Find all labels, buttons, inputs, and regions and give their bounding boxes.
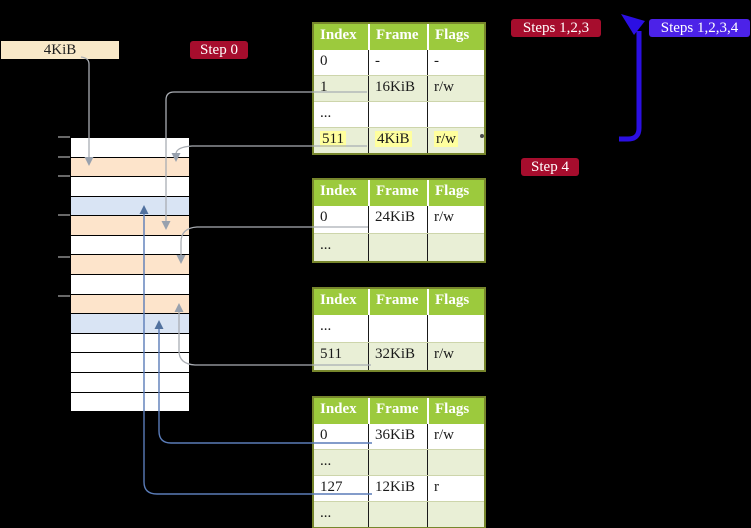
table-row: ... (314, 315, 484, 342)
table-cell: 24KiB (368, 206, 427, 233)
column-header: Flags (427, 398, 484, 424)
table-cell (368, 450, 427, 475)
column-header: Frame (368, 398, 427, 424)
table-cell: 0 (320, 209, 328, 225)
steps-shortcut-arrow-head (621, 14, 645, 35)
memory-frame-row (71, 371, 189, 392)
table-cell: 12KiB (368, 476, 427, 501)
table-cell: 127 (320, 479, 343, 495)
table-cell: r/w (427, 343, 484, 370)
column-header: Flags (427, 180, 484, 206)
memory-frame-row (71, 254, 189, 275)
table-cell: r/w (427, 206, 484, 233)
highlighted-cell-text: 511 (320, 131, 346, 147)
memory-frame-row (71, 332, 189, 353)
step0-badge: Step 0 (190, 41, 248, 59)
table-cell (368, 234, 427, 261)
column-header: Frame (368, 289, 427, 315)
column-header: Index (320, 401, 357, 417)
steps-1-2-3-4-badge: Steps 1,2,3,4 (649, 19, 750, 37)
table-cell: ... (320, 237, 332, 253)
memory-frame-row (71, 156, 189, 177)
table-cell: 36KiB (368, 424, 427, 449)
steps-1-2-3-badge: Steps 1,2,3 (511, 19, 601, 37)
table-cell: 16KiB (368, 76, 427, 101)
table-cell: - (368, 50, 427, 75)
table-cell: r/w (427, 76, 484, 101)
table-cell: 0 (320, 53, 328, 69)
table-row: ... (314, 449, 484, 475)
memory-frame-row (71, 138, 189, 157)
column-header: Flags (427, 289, 484, 315)
highlighted-cell-text: r/w (434, 131, 458, 147)
table-cell: ... (320, 453, 332, 469)
memory-frame-row (71, 391, 189, 412)
table-cell: 511 (314, 128, 368, 153)
physical-memory-column (70, 137, 190, 412)
table-cell: - (427, 50, 484, 75)
table-cell (427, 502, 484, 527)
table-row: 511 4KiB r/w (314, 127, 484, 153)
column-header: Index (320, 27, 357, 43)
column-header: Frame (368, 180, 427, 206)
memory-frame-row (71, 293, 189, 314)
table-cell (427, 234, 484, 261)
table-cell: r (427, 476, 484, 501)
table-cell (427, 315, 484, 342)
table-cell (368, 502, 427, 527)
table-cell: ... (320, 505, 332, 521)
memory-frame-row (71, 352, 189, 372)
page-size-label: 4KiB (43, 41, 77, 58)
address-tick-marks (58, 136, 70, 297)
table-cell: 32KiB (368, 343, 427, 370)
memory-frame-row (71, 215, 189, 235)
table-cell: 511 (320, 346, 342, 362)
table-cell (427, 102, 484, 127)
page-size-box: 4KiB (1, 41, 119, 59)
memory-frame-row (71, 274, 189, 294)
table-row: 0 -- (314, 50, 484, 75)
column-header: Frame (368, 24, 427, 50)
table-row: ... (314, 501, 484, 527)
table-cell: r/w (427, 424, 484, 449)
memory-frame-row (71, 313, 189, 333)
table-row: ... (314, 233, 484, 261)
table-cell (368, 102, 427, 127)
highlighted-cell-text: 4KiB (375, 131, 412, 147)
step4-badge: Step 4 (521, 158, 579, 176)
table-cell (368, 315, 427, 342)
table-cell: ... (320, 318, 332, 334)
column-header: Index (320, 292, 357, 308)
table-cell: 1 (320, 79, 328, 95)
table-cell: 0 (320, 427, 328, 443)
table-row: ... (314, 101, 484, 127)
table-cell (427, 450, 484, 475)
column-header: Index (320, 183, 357, 199)
memory-frame-row (71, 234, 189, 255)
memory-frame-row (71, 176, 189, 196)
table-cell: 4KiB (368, 128, 427, 153)
memory-frame-row (71, 195, 189, 216)
table-cell: ... (320, 105, 332, 121)
column-header: Flags (427, 24, 484, 50)
steps-shortcut-arrow-shaft (619, 31, 642, 142)
table-cell: r/w (427, 128, 484, 153)
